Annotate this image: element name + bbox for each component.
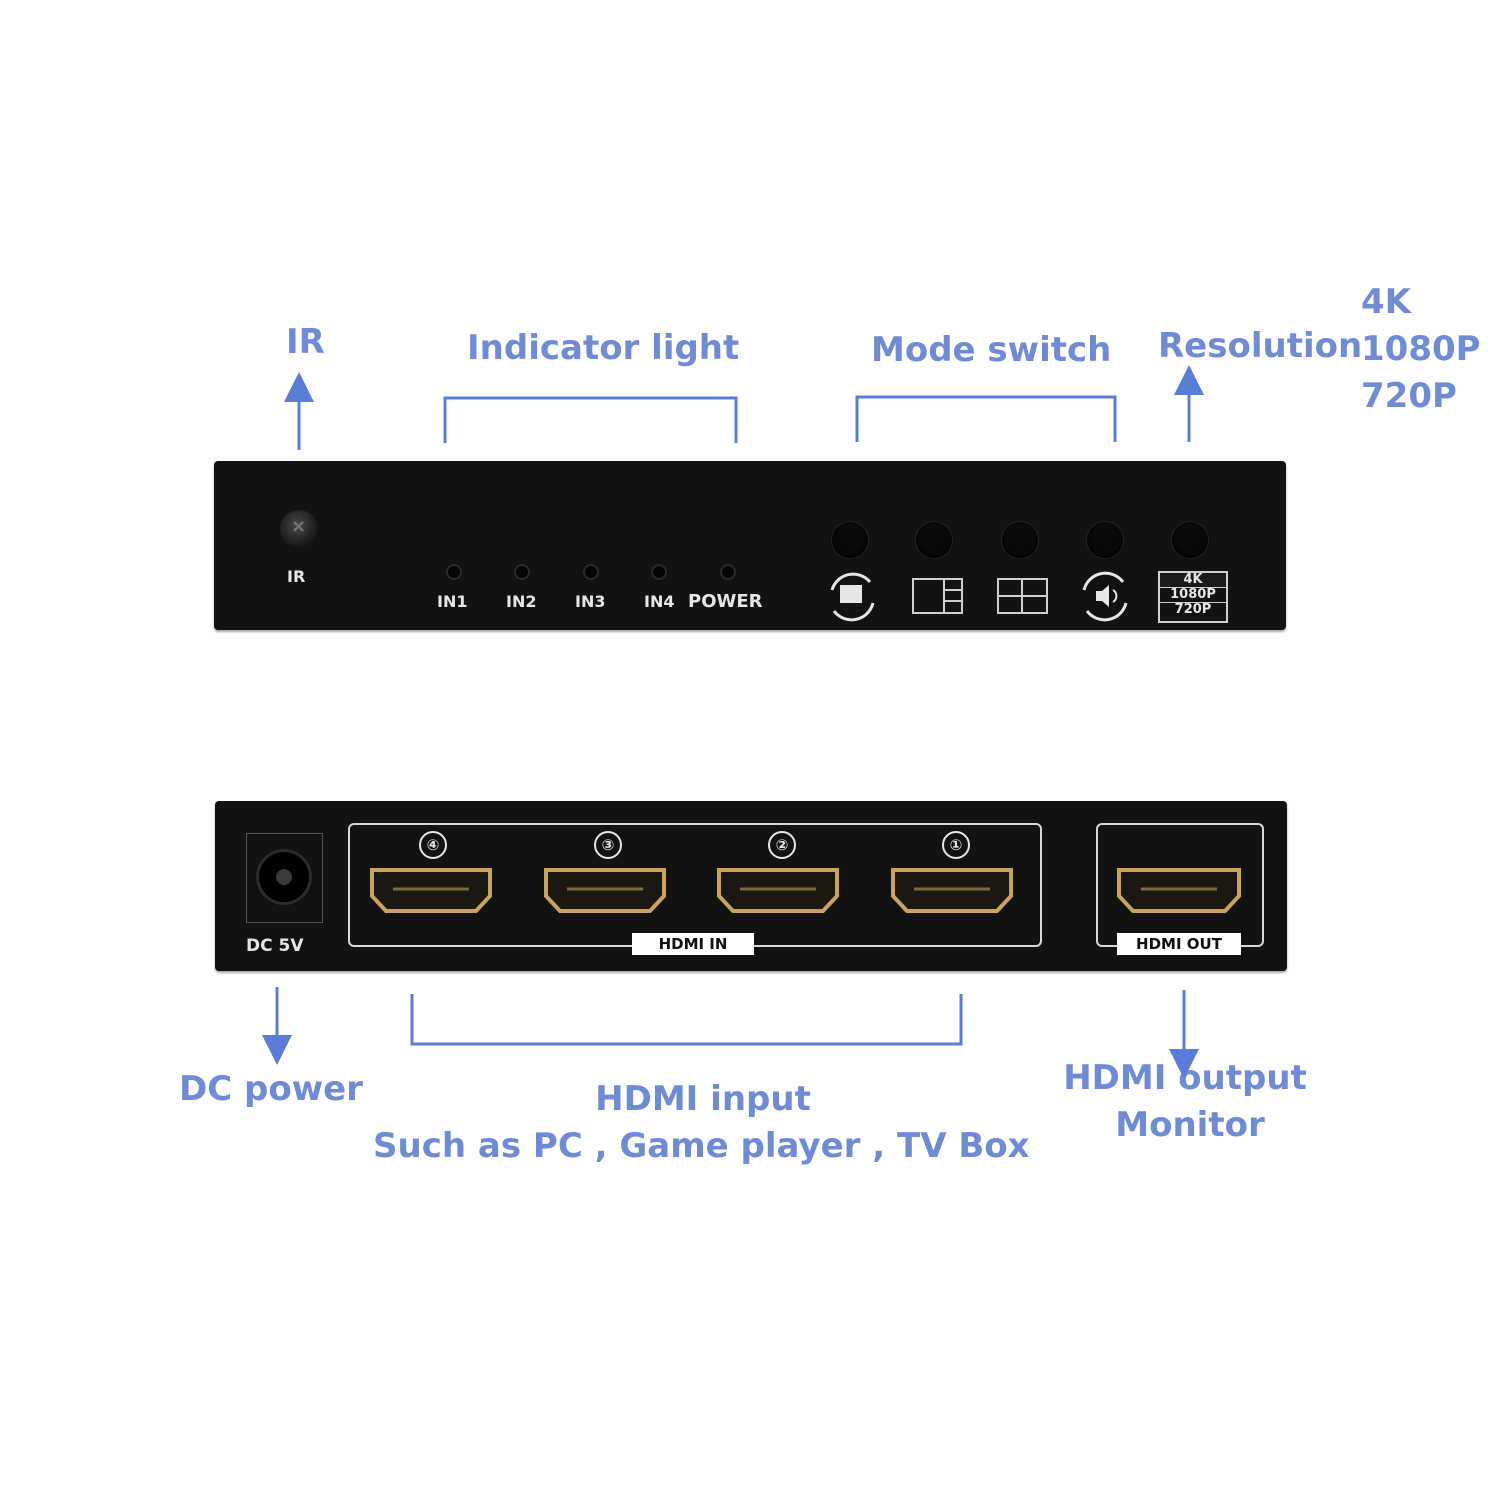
dc-jack-frame bbox=[246, 833, 323, 923]
callout-mode-switch: Mode switch bbox=[871, 330, 1112, 370]
indicator-label-in1: IN1 bbox=[437, 592, 468, 611]
ir-cross-icon: × bbox=[291, 516, 307, 537]
callout-dc-power: DC power bbox=[179, 1069, 363, 1109]
mode-button-audio[interactable] bbox=[1087, 522, 1123, 558]
callout-monitor: Monitor bbox=[1115, 1105, 1265, 1145]
led-in1 bbox=[448, 566, 460, 578]
indicator-label-in4: IN4 bbox=[644, 592, 675, 611]
dc-label: DC 5V bbox=[246, 936, 304, 956]
resolution-box-4k: 4K bbox=[1160, 573, 1226, 587]
audio-switch-icon bbox=[1082, 571, 1128, 622]
input-number-4: ④ bbox=[419, 831, 447, 859]
mode-button-rotate[interactable] bbox=[832, 522, 868, 558]
resolution-button[interactable] bbox=[1172, 522, 1208, 558]
led-in4 bbox=[653, 566, 665, 578]
indicator-label-power: POWER bbox=[688, 591, 763, 612]
hdmi-in-bracket bbox=[410, 994, 963, 1046]
callout-resolution-720p: 720P bbox=[1361, 376, 1457, 416]
dc-jack-pin bbox=[276, 869, 292, 885]
led-in2 bbox=[516, 566, 528, 578]
callout-resolution: Resolution bbox=[1158, 326, 1363, 366]
resolution-box-720p: 720P bbox=[1174, 602, 1212, 617]
rotate-screen-icon bbox=[830, 572, 875, 622]
input-number-3: ③ bbox=[594, 831, 622, 859]
front-ir-label: IR bbox=[287, 567, 306, 586]
mode-button-quad[interactable] bbox=[1002, 522, 1038, 558]
indicator-bracket bbox=[443, 396, 738, 443]
pip-layout-icon bbox=[912, 578, 963, 614]
callout-ir: IR bbox=[286, 322, 325, 362]
callout-resolution-4k: 4K bbox=[1361, 282, 1412, 322]
resolution-box-1080p: 1080P bbox=[1160, 587, 1226, 603]
quad-layout-icon bbox=[997, 578, 1048, 614]
led-in3 bbox=[585, 566, 597, 578]
led-power bbox=[722, 566, 734, 578]
ir-receiver: × bbox=[280, 510, 318, 548]
hdmi-out-label: HDMI OUT bbox=[1117, 933, 1241, 955]
input-number-2: ② bbox=[768, 831, 796, 859]
resolution-icon: 4K 1080P 720P bbox=[1158, 571, 1228, 623]
indicator-label-in2: IN2 bbox=[506, 592, 537, 611]
hdmi-in-label: HDMI IN bbox=[632, 933, 754, 955]
callout-indicator-light: Indicator light bbox=[467, 328, 740, 368]
callout-resolution-1080p: 1080P bbox=[1361, 329, 1481, 369]
mode-bracket bbox=[855, 395, 1117, 442]
dc-jack[interactable] bbox=[259, 852, 309, 902]
callout-hdmi-input-sub: Such as PC , Game player , TV Box bbox=[373, 1126, 1030, 1166]
input-number-1: ① bbox=[942, 831, 970, 859]
indicator-label-in3: IN3 bbox=[575, 592, 606, 611]
callout-hdmi-input: HDMI input bbox=[595, 1079, 811, 1119]
mode-button-pip[interactable] bbox=[916, 522, 952, 558]
